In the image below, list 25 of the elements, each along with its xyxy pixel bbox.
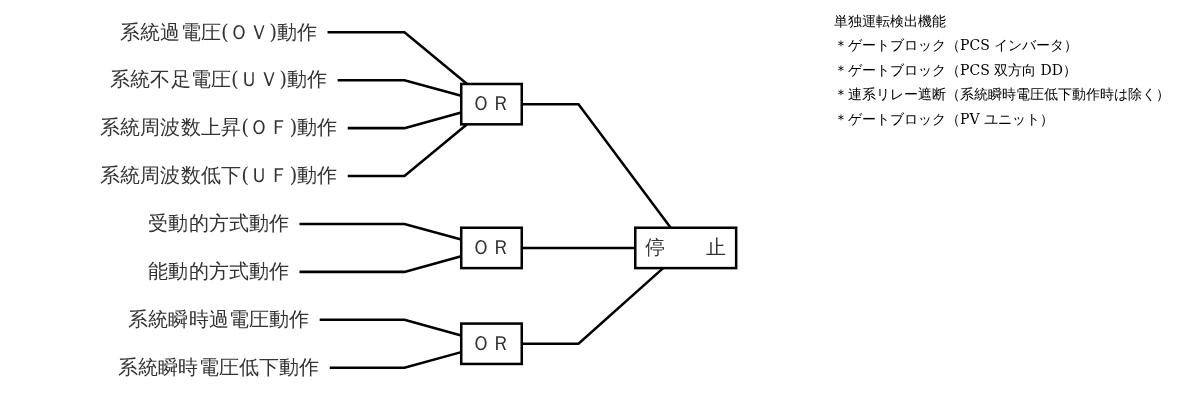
node-box: ＯＲ [459, 226, 523, 270]
node-text: 系統不足電圧(ＵＶ)動作 [110, 67, 328, 92]
node-box: ＯＲ [459, 82, 523, 126]
node-text: 系統周波数低下(ＵＦ)動作 [99, 163, 338, 188]
connector [521, 246, 636, 250]
node-text: 系統瞬時電圧低下動作 [117, 355, 320, 380]
connector [299, 255, 462, 274]
connector [319, 318, 462, 337]
connector [337, 78, 462, 98]
note-text: ＊連系リレー遮断（系統瞬時電圧低下動作時は除く） [834, 85, 1171, 105]
node-box: ＯＲ [459, 322, 523, 366]
connector [347, 111, 462, 130]
node-text: 系統瞬時過電圧動作 [127, 307, 310, 332]
node-text: 受動的方式動作 [148, 211, 290, 236]
connector [329, 350, 462, 369]
connector [347, 123, 468, 178]
node-text: 系統周波数上昇(ＯＦ)動作 [99, 115, 338, 140]
node-text: 系統過電圧(ＯＶ)動作 [120, 19, 318, 44]
node-box: 停 止 [634, 226, 738, 270]
node-text: 能動的方式動作 [148, 259, 290, 284]
group-heading: 単独運転検出機能 [834, 12, 947, 31]
note-text: ＊ゲートブロック（PCS 双方向 DD） [834, 60, 1079, 80]
note-text: ＊ゲートブロック（PCS インバータ） [834, 36, 1080, 56]
note-text: ＊ゲートブロック（PV ユニット） [834, 109, 1055, 129]
connector [299, 222, 462, 241]
